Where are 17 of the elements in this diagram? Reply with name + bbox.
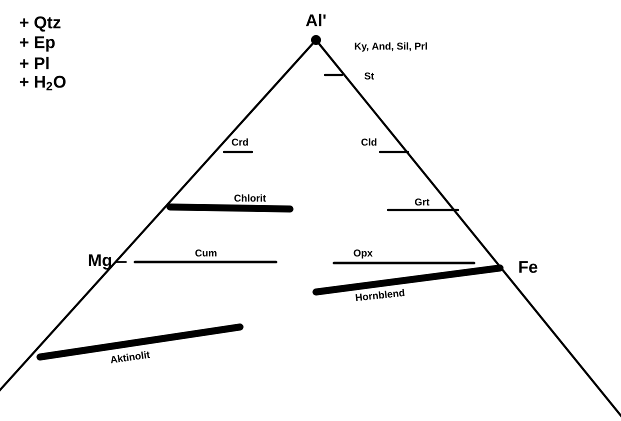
phase-label: Ky, And, Sil, Prl [354, 42, 427, 52]
phase-label: Chlorit [234, 194, 266, 202]
assemblage-label: + H$_{2}$O [20, 76, 66, 90]
component-label: Al' [306, 14, 326, 26]
phase-label: Opx [354, 250, 373, 259]
phase-label: Crd [232, 138, 248, 146]
phase-label: Aktinolit [111, 351, 150, 364]
phase-label: Grt [414, 198, 430, 206]
component-label: Fe [519, 261, 538, 273]
phase-label: St [364, 72, 374, 80]
phase-label: Cum [195, 249, 216, 257]
assemblage-label: + Qtz [20, 16, 60, 32]
phase-label: Hornblend [356, 288, 404, 302]
assemblage-label: + Ep [20, 36, 55, 52]
assemblage-label: + Pl [20, 56, 49, 70]
component-label: Mg [88, 254, 112, 270]
phase-label: Cld [361, 138, 376, 146]
